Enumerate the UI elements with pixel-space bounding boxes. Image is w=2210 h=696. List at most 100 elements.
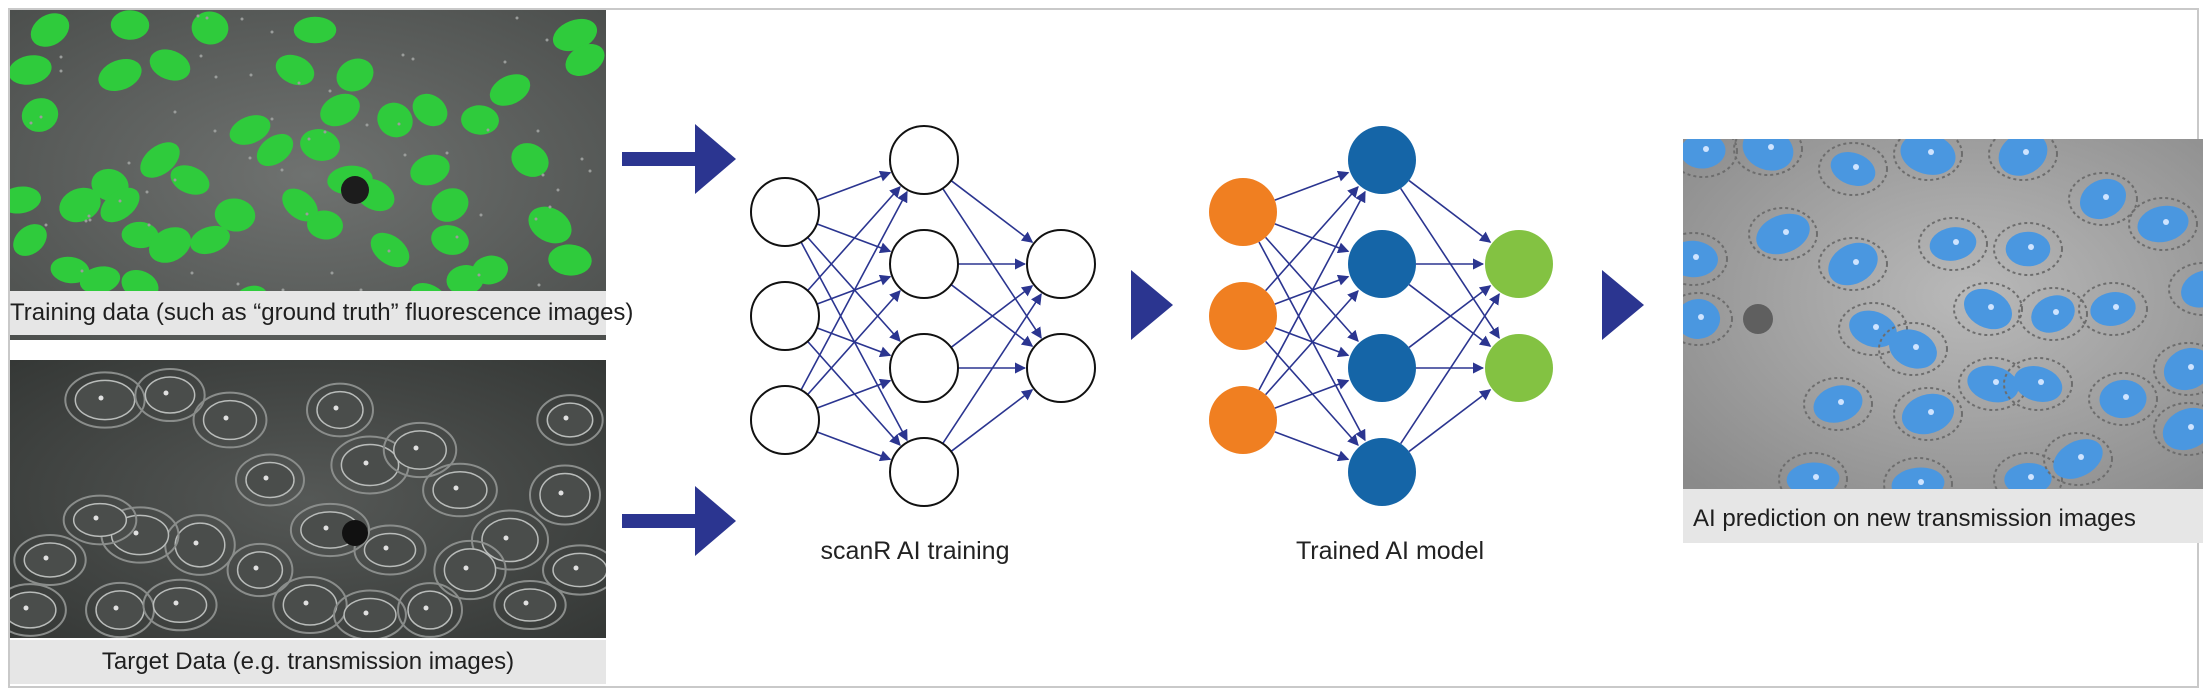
cell-membrane	[2078, 282, 2148, 336]
nucleolus	[1928, 149, 1934, 155]
cell-membrane	[1778, 452, 1848, 489]
nucleolus	[1768, 144, 1774, 150]
input-node	[750, 177, 820, 247]
nucleolus	[163, 390, 169, 396]
nucleolus	[1813, 474, 1819, 480]
texture-speck	[479, 213, 483, 217]
texture-speck	[118, 199, 122, 203]
nucleolus	[573, 565, 579, 571]
cell-membrane	[2018, 287, 2088, 341]
predicted-nucleus	[1849, 310, 1897, 348]
cell-membrane	[1988, 139, 2058, 181]
fluorescent-nucleus	[446, 265, 484, 295]
fluorescent-nucleus	[410, 154, 450, 186]
cell-outline	[142, 578, 218, 632]
prediction-image	[1683, 139, 2203, 489]
cell-membrane	[2068, 172, 2138, 226]
fluorescent-nucleus	[79, 266, 121, 294]
target-data-caption: Target Data (e.g. transmission images)	[10, 640, 606, 684]
cell-nucleus	[72, 502, 128, 538]
fluorescent-nucleus	[214, 198, 256, 232]
nucleolus	[323, 525, 329, 531]
input-node	[1209, 386, 1277, 454]
texture-speck	[84, 219, 88, 223]
nucleolus	[263, 475, 269, 481]
nucleolus	[383, 545, 389, 551]
cell-nucleus	[202, 399, 258, 441]
nucleolus	[1693, 254, 1699, 260]
fluorescent-nucleus	[552, 18, 598, 52]
connection-arrow	[1408, 283, 1492, 347]
connection-arrow	[1265, 340, 1359, 446]
cell-membrane	[1993, 452, 2063, 489]
nucleolus	[1988, 304, 1994, 310]
connection-arrow	[816, 431, 892, 462]
cell-outline	[62, 494, 138, 546]
texture-speck	[270, 30, 274, 34]
texture-speck	[359, 288, 363, 292]
nucleolus	[1853, 259, 1859, 265]
texture-speck	[59, 69, 63, 73]
nucleolus	[1993, 379, 1999, 385]
nucleolus	[1783, 229, 1789, 235]
nucleolus	[453, 485, 459, 491]
texture-speck	[401, 53, 405, 57]
connection-arrow	[800, 190, 908, 391]
fluorescent-nucleus	[300, 129, 340, 161]
texture-speck	[280, 168, 284, 172]
hidden-node	[889, 229, 959, 299]
nucleolus	[563, 415, 569, 421]
connection-arrow	[942, 293, 1042, 445]
input-node	[750, 281, 820, 351]
texture-speck	[147, 223, 151, 227]
fluorescent-nucleus	[307, 210, 343, 240]
cell-membrane	[1838, 302, 1908, 356]
predicted-nucleus	[2137, 205, 2189, 243]
predicted-nucleus	[2004, 462, 2052, 489]
nucleolus	[1928, 409, 1934, 415]
predicted-nucleus	[2053, 439, 2103, 479]
nucleolus	[133, 530, 139, 536]
fluorescent-nucleus	[148, 227, 192, 263]
predicted-nucleus	[1830, 152, 1876, 186]
hidden-node	[1348, 438, 1416, 506]
texture-speck	[249, 73, 253, 77]
hidden-node	[889, 437, 959, 507]
nucleolus	[2023, 149, 2029, 155]
nucleolus	[253, 565, 259, 571]
texture-speck	[281, 288, 285, 292]
connection-arrow	[1408, 179, 1492, 243]
predicted-nucleus	[1964, 288, 2012, 330]
fluorescent-nucleus	[190, 225, 230, 255]
texture-speck	[270, 117, 274, 121]
cell-nucleus	[23, 542, 77, 578]
cell-outline	[235, 453, 305, 507]
connection-arrow	[1274, 431, 1350, 462]
prediction-caption: AI prediction on new transmission images	[1683, 489, 2203, 543]
texture-speck	[588, 169, 592, 173]
fluorescent-nucleus	[511, 143, 549, 177]
cell-membrane	[1683, 139, 1738, 178]
input-node	[1209, 282, 1277, 350]
target-transmission-image	[10, 360, 606, 638]
connection-arrow	[1408, 285, 1492, 349]
hidden-node	[1348, 334, 1416, 402]
nucleolus	[1873, 324, 1879, 330]
training-data-caption: Training data (such as “ground truth” fl…	[10, 291, 633, 335]
nucleolus	[2188, 424, 2194, 430]
predicted-nucleus	[2090, 292, 2136, 326]
nucleolus	[558, 490, 564, 496]
connection-arrow	[1274, 378, 1350, 409]
predicted-nucleus	[1889, 329, 1937, 369]
connection-arrow	[816, 327, 892, 358]
training-to-model-arrow	[1131, 270, 1173, 340]
predicted-nucleus	[2031, 295, 2075, 333]
texture-speck	[59, 55, 63, 59]
nucleolus	[2028, 244, 2034, 250]
fluorescent-nucleus	[110, 10, 150, 40]
cell-outline	[333, 589, 407, 638]
texture-speck	[537, 283, 541, 287]
predicted-nucleus	[1900, 139, 1956, 175]
texture-speck	[214, 75, 218, 79]
nucleolus	[2038, 379, 2044, 385]
